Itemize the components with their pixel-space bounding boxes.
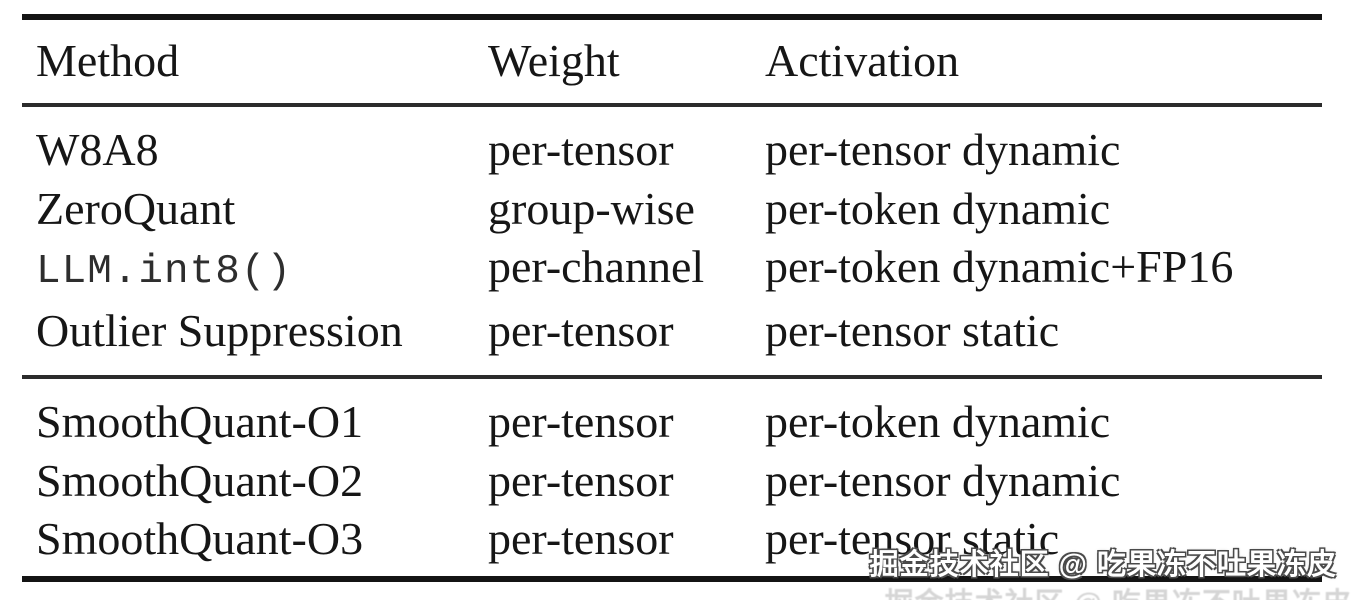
table-top-rule bbox=[22, 14, 1322, 20]
activation-cell: per-token dynamic+FP16 bbox=[765, 241, 1234, 292]
weight-cell: group-wise bbox=[488, 182, 695, 234]
weight-cell: per-tensor bbox=[488, 454, 674, 506]
table-row: SmoothQuant-O2 per-tensor per-tensor dyn… bbox=[22, 452, 1322, 511]
column-header-weight: Weight bbox=[488, 35, 620, 87]
activation-cell: per-tensor dynamic bbox=[765, 454, 1121, 506]
table-bottom-rule bbox=[22, 575, 1322, 582]
method-cell: ZeroQuant bbox=[36, 182, 236, 234]
community-watermark: 掘金技术社区 @ 吃果冻不吐果冻皮 bbox=[869, 549, 1337, 581]
method-cell: SmoothQuant-O2 bbox=[36, 454, 364, 506]
column-header-activation: Activation bbox=[765, 35, 960, 87]
smoothquant-methods-group: SmoothQuant-O1 per-tensor per-token dyna… bbox=[22, 393, 1322, 569]
header-separator-rule bbox=[22, 103, 1322, 107]
activation-cell: per-token dynamic bbox=[765, 182, 1111, 234]
activation-cell: per-tensor dynamic bbox=[765, 124, 1121, 175]
activation-cell: per-tensor static bbox=[765, 513, 1060, 564]
table-row: ZeroQuant group-wise per-token dynamic bbox=[22, 180, 1322, 239]
method-cell: W8A8 bbox=[36, 124, 159, 175]
activation-cell: per-token dynamic bbox=[765, 396, 1111, 447]
table-row: SmoothQuant-O1 per-tensor per-token dyna… bbox=[22, 393, 1322, 452]
activation-cell: per-tensor static bbox=[765, 304, 1060, 356]
weight-cell: per-tensor bbox=[488, 396, 674, 447]
method-cell: SmoothQuant-O1 bbox=[36, 396, 364, 447]
community-watermark-cutoff: 掘金技术社区 @ 吃果冻不吐果冻皮 bbox=[885, 580, 1352, 600]
quantization-methods-table: Method Weight Activation W8A8 per-tensor… bbox=[22, 0, 1322, 582]
method-cell-code: LLM.int8() bbox=[36, 249, 293, 295]
group-separator-rule bbox=[22, 375, 1322, 379]
table-row: W8A8 per-tensor per-tensor dynamic bbox=[22, 121, 1322, 180]
table-header-row: Method Weight Activation bbox=[22, 20, 1322, 103]
weight-cell: per-channel bbox=[488, 241, 705, 292]
method-cell: Outlier Suppression bbox=[36, 304, 403, 356]
weight-cell: per-tensor bbox=[488, 304, 674, 356]
table-row: SmoothQuant-O3 per-tensor per-tensor sta… bbox=[22, 510, 1322, 569]
baseline-methods-group: W8A8 per-tensor per-tensor dynamic ZeroQ… bbox=[22, 121, 1322, 360]
table-row: Outlier Suppression per-tensor per-tenso… bbox=[22, 302, 1322, 361]
table-row: LLM.int8() per-channel per-token dynamic… bbox=[22, 238, 1322, 302]
column-header-method: Method bbox=[36, 35, 180, 87]
weight-cell: per-tensor bbox=[488, 513, 674, 564]
weight-cell: per-tensor bbox=[488, 124, 674, 175]
method-cell: SmoothQuant-O3 bbox=[36, 513, 364, 564]
